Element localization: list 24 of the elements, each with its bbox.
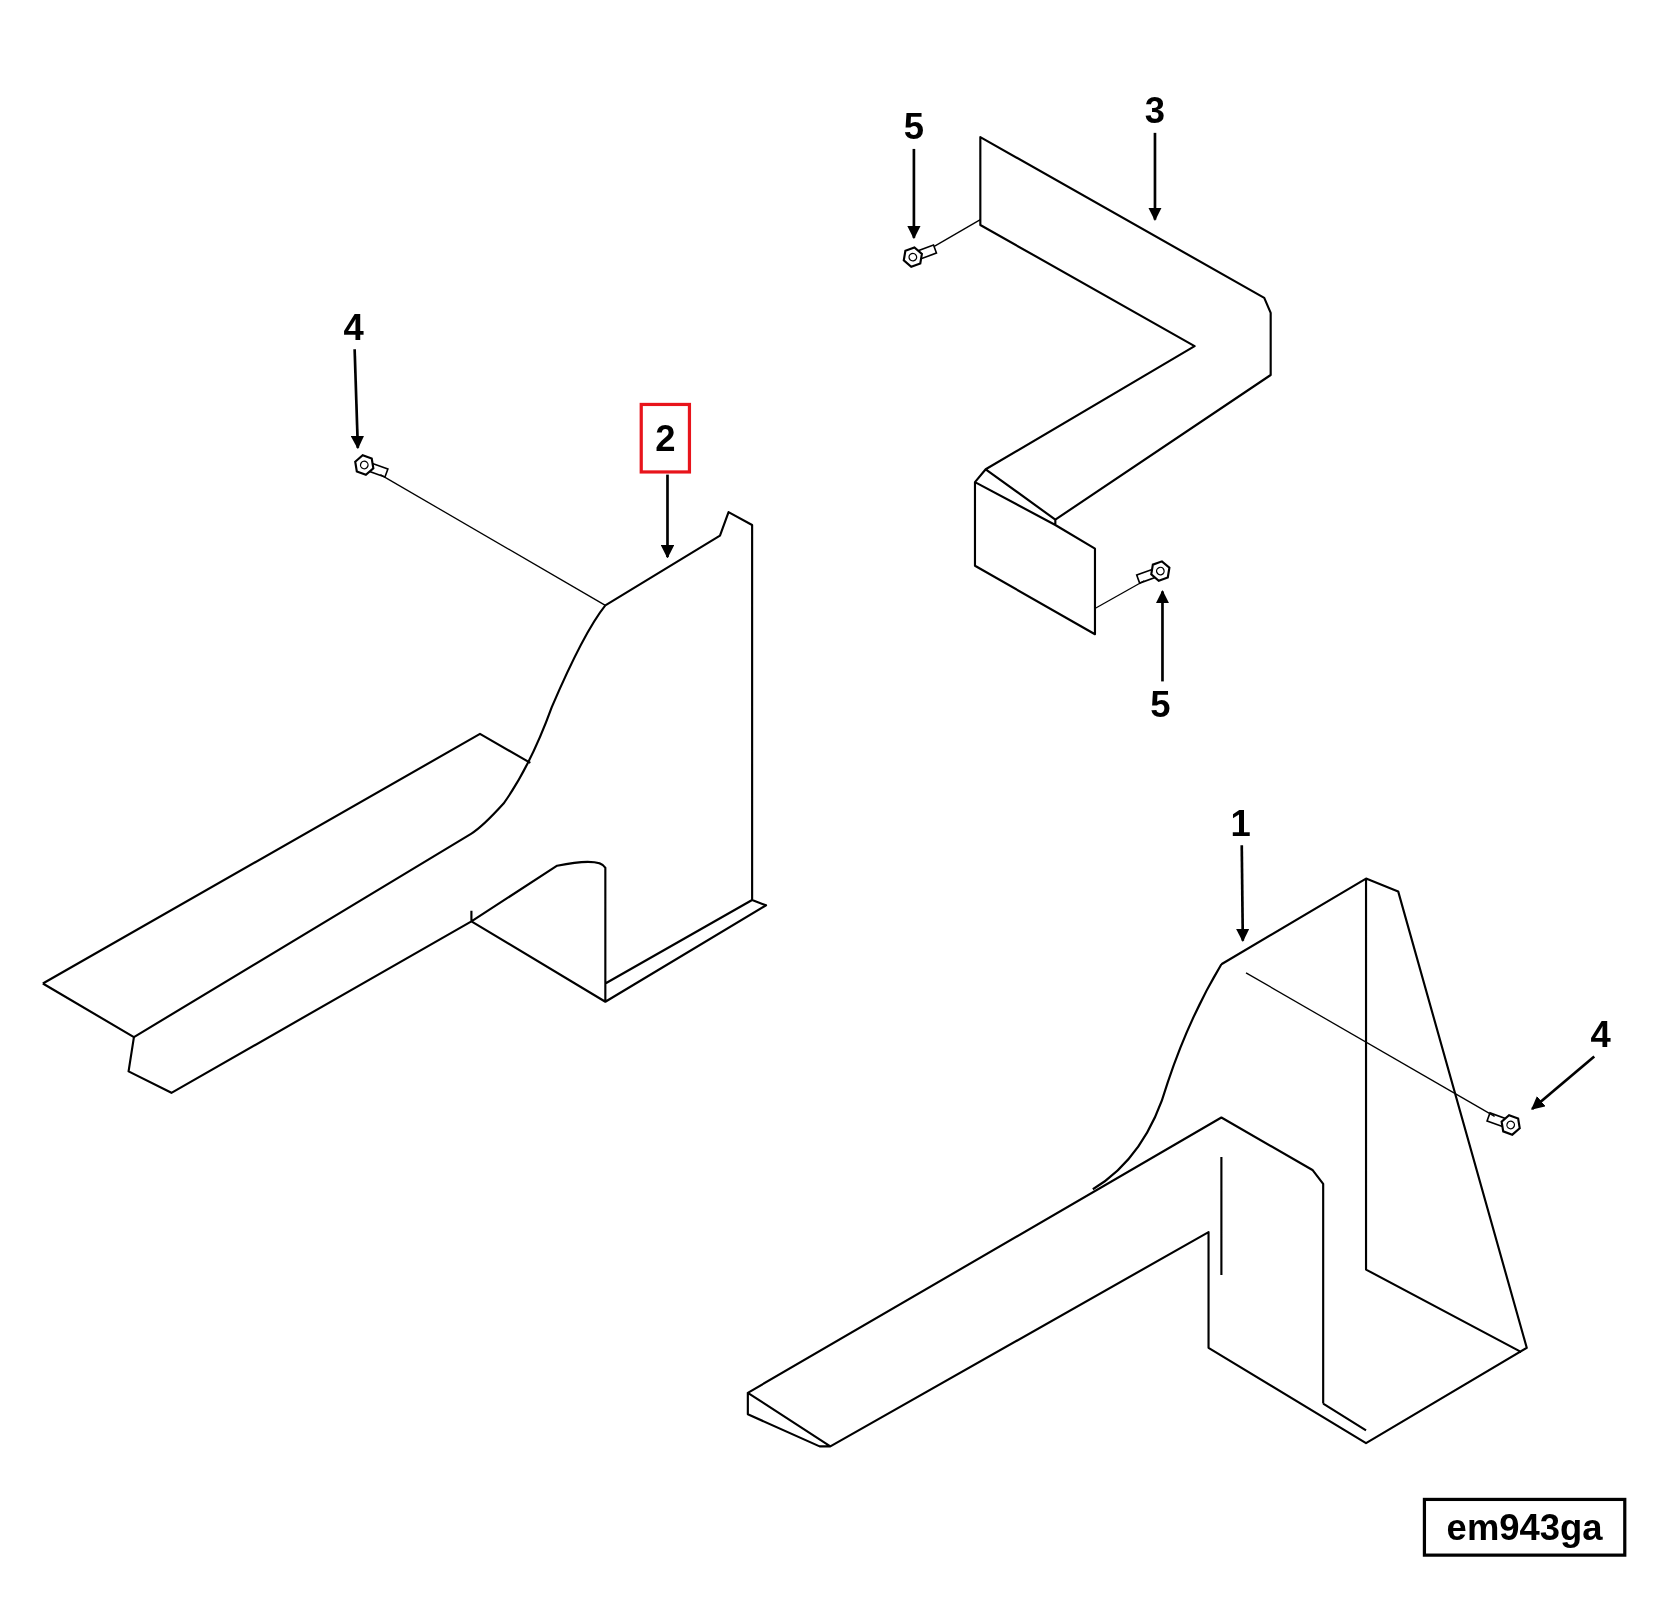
leader-arrow [1236,845,1250,943]
bracket-drawing [41,511,768,1094]
assembly-line [1245,972,1496,1118]
callout-number: 1 [1224,801,1257,845]
callout-number: 3 [1138,88,1172,132]
leader-arrow [1148,132,1162,221]
assembly-line [933,219,981,248]
bracket-drawing [973,136,1272,636]
leader-arrow [1155,590,1170,682]
callout-number: 2 [639,402,692,474]
assembly-line [379,474,606,606]
assembly-line [1094,580,1145,610]
callout-number: 4 [1584,1012,1617,1056]
leader-arrow [350,349,365,450]
bracket-drawing [746,877,1528,1448]
callout-number: 4 [337,305,370,349]
leader-arrow [907,148,921,240]
callout-number: 5 [897,105,930,148]
bolt-drawing [354,454,389,479]
figure-code: em943ga [1422,1497,1627,1557]
callout-number: 5 [1144,682,1177,726]
leader-arrow [1531,1055,1596,1110]
leader-arrow [660,474,675,559]
bolt-drawing [902,244,938,269]
